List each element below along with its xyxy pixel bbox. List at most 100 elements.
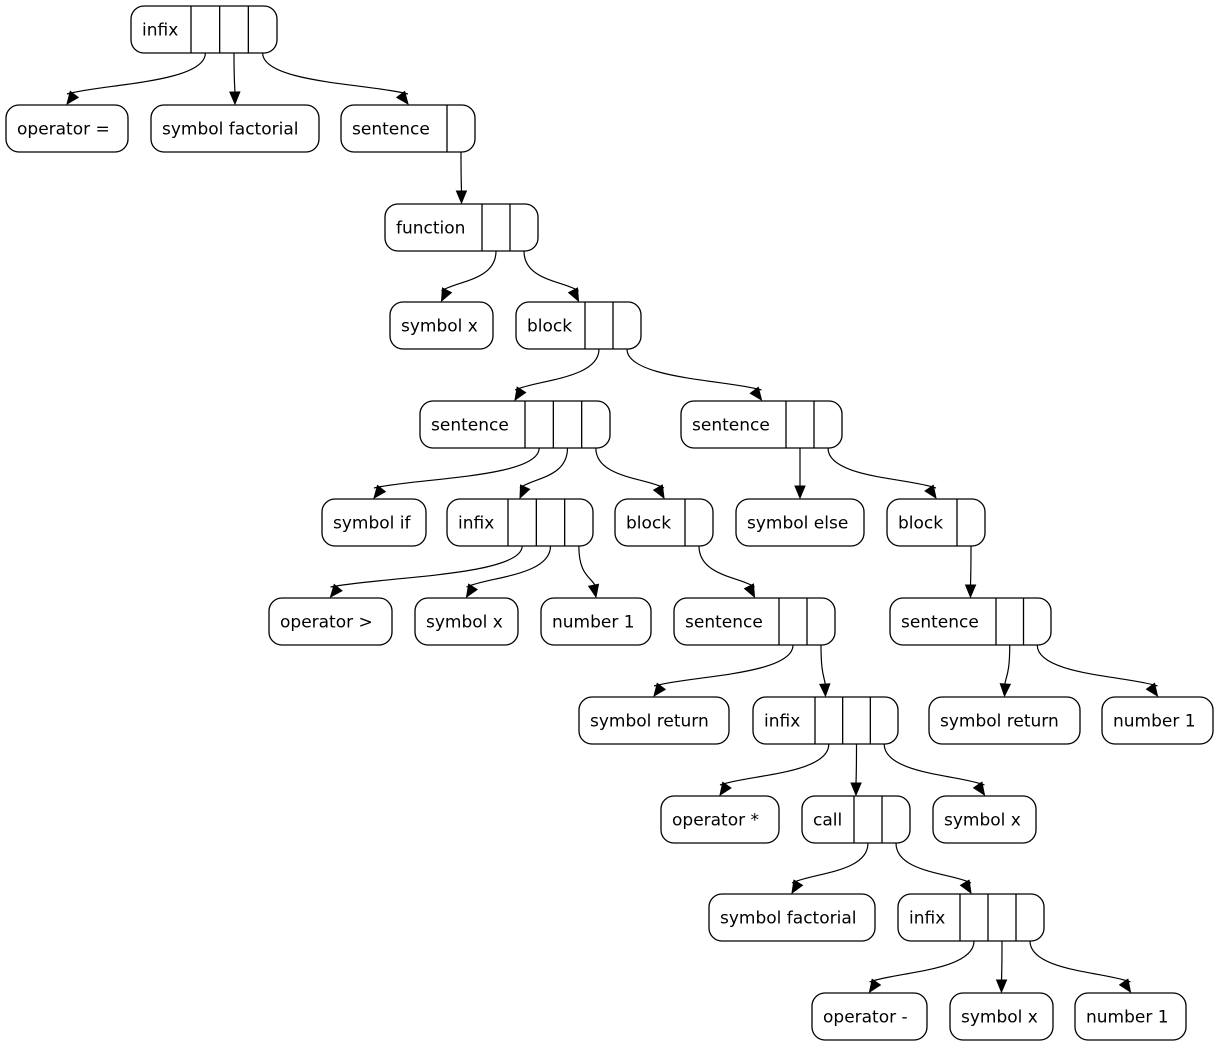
arrowhead xyxy=(794,485,806,500)
node-label: symbol return xyxy=(590,712,709,732)
edge-line xyxy=(698,545,755,588)
tree-node: sentence xyxy=(889,597,1052,646)
tree-node: number 1 xyxy=(540,597,652,646)
node-label: sentence xyxy=(901,613,979,633)
node-box xyxy=(414,597,519,646)
node-box xyxy=(268,597,393,646)
tree-node: function xyxy=(384,203,539,252)
arrowhead xyxy=(653,682,667,698)
tree-node: number 1 xyxy=(1101,696,1214,745)
edge-line xyxy=(895,842,972,884)
node-box xyxy=(614,498,714,547)
arrowhead xyxy=(743,583,756,599)
arrowhead xyxy=(373,484,387,500)
edge-line xyxy=(969,545,972,588)
edge-line xyxy=(855,743,858,786)
node-box xyxy=(889,597,1052,646)
arrowhead xyxy=(819,683,831,698)
tree-node: block xyxy=(614,498,714,547)
node-box xyxy=(886,498,986,547)
edge-line xyxy=(523,250,579,292)
node-label: infix xyxy=(909,909,945,929)
node-label: symbol return xyxy=(940,712,1059,732)
edge-line xyxy=(233,52,236,95)
tree-node: sentence xyxy=(673,597,836,646)
arrowhead xyxy=(652,484,665,500)
arrowhead xyxy=(749,386,763,402)
node-label: number 1 xyxy=(1113,712,1196,732)
tree-node: infix xyxy=(897,893,1045,942)
arrowhead xyxy=(964,584,977,599)
tree-node: sentence xyxy=(419,400,611,449)
node-box xyxy=(752,696,899,745)
node-label: sentence xyxy=(692,416,770,436)
node-box xyxy=(384,203,539,252)
edge-line xyxy=(1003,644,1011,687)
tree-node: symbol if xyxy=(321,498,427,547)
tree-node: operator > xyxy=(268,597,393,646)
arrowhead xyxy=(924,484,937,500)
edge-line xyxy=(595,447,665,489)
edge-line xyxy=(262,52,409,95)
node-label: function xyxy=(396,219,465,239)
arrowhead xyxy=(440,287,453,303)
node-label: symbol x xyxy=(944,811,1021,831)
node-box xyxy=(515,301,642,350)
arrowhead xyxy=(455,190,468,205)
node-box xyxy=(673,597,836,646)
node-box xyxy=(5,104,129,153)
tree-node: block xyxy=(515,301,642,350)
node-box xyxy=(321,498,427,547)
tree-node: symbol x xyxy=(932,795,1037,844)
node-label: block xyxy=(898,514,943,534)
node-label: call xyxy=(813,811,842,831)
node-box xyxy=(680,400,843,449)
node-label: symbol else xyxy=(747,514,848,534)
node-label: symbol x xyxy=(401,317,478,337)
arrowhead xyxy=(999,683,1012,698)
node-label: infix xyxy=(458,514,494,534)
tree-node: call xyxy=(801,795,911,844)
node-box xyxy=(419,400,611,449)
edge-line xyxy=(460,151,463,194)
arrowhead xyxy=(329,583,343,599)
arrowhead xyxy=(519,484,531,500)
node-label: operator - xyxy=(823,1008,908,1028)
arrowhead xyxy=(587,583,600,599)
tree-node: operator - xyxy=(811,992,928,1041)
arrowhead xyxy=(1145,682,1159,698)
tree-node: symbol x xyxy=(414,597,519,646)
arrowhead xyxy=(995,979,1008,994)
node-label: symbol if xyxy=(333,514,412,534)
edge-line xyxy=(626,348,762,391)
node-box xyxy=(446,498,594,547)
arrowhead xyxy=(229,91,241,106)
node-box xyxy=(150,104,320,153)
arrowhead xyxy=(465,583,479,599)
tree-node: symbol factorial xyxy=(150,104,320,153)
tree-node: infix xyxy=(130,5,278,54)
edge-line xyxy=(791,842,869,884)
node-label: number 1 xyxy=(552,613,635,633)
edge-line xyxy=(883,743,985,786)
arrowhead xyxy=(567,287,580,303)
node-box xyxy=(928,696,1081,745)
tree-node: symbol else xyxy=(735,498,865,547)
node-label: infix xyxy=(142,21,178,41)
tree-node: symbol factorial xyxy=(708,893,876,942)
edge-line xyxy=(514,348,600,391)
node-label: sentence xyxy=(352,120,430,140)
edge-line xyxy=(820,644,827,687)
arrowhead xyxy=(868,978,882,994)
node-label: number 1 xyxy=(1086,1008,1169,1028)
arrowhead xyxy=(1118,978,1132,994)
edge-line xyxy=(869,940,975,983)
node-box xyxy=(340,104,476,153)
tree-node: block xyxy=(886,498,986,547)
node-box xyxy=(708,893,876,942)
edge-line xyxy=(827,447,937,489)
node-box xyxy=(932,795,1037,844)
edge-line xyxy=(653,644,794,687)
